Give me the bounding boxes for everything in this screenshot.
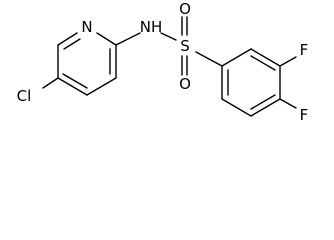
atom-label-sulfur: S [180, 37, 190, 55]
bond-c3-c4 [86, 77, 117, 96]
bond-c6-n [57, 32, 78, 46]
bond-b1-b2 [221, 48, 252, 67]
atom-label-fluorine-upper: F [300, 41, 309, 59]
bond-b4-f-lower [279, 98, 297, 109]
chemical-structure: Cl N NH S O O F F [17, 0, 309, 124]
atom-label-nh: NH [140, 18, 163, 36]
bond-b3-f-upper [279, 56, 297, 67]
atom-labels: Cl N NH S O O F F [17, 0, 309, 124]
bond-b4-b5-inner [250, 94, 276, 110]
bond-lines [42, 16, 297, 117]
bond-c5-cl [42, 77, 59, 89]
bond-c2-nh [115, 32, 141, 46]
atom-label-fluorine-lower: F [300, 106, 309, 124]
bond-c4-c5-inner [62, 73, 88, 89]
atom-label-oxygen-top: O [179, 0, 191, 18]
bond-b5-b6 [221, 98, 252, 117]
bond-b2-b3-inner [250, 55, 276, 71]
bond-s-c1 [195, 51, 223, 67]
bond-nh-s [160, 32, 177, 41]
bond-b2-b3 [250, 48, 281, 67]
atom-label-pyridine-n: N [81, 18, 92, 36]
atom-label-oxygen-bottom: O [179, 75, 191, 93]
bond-b4-b5 [250, 98, 281, 117]
atom-label-cl: Cl [17, 87, 32, 105]
bond-c6-n-inner [63, 38, 81, 50]
bond-c4-c5 [57, 77, 88, 96]
bond-n-c2 [96, 32, 117, 46]
